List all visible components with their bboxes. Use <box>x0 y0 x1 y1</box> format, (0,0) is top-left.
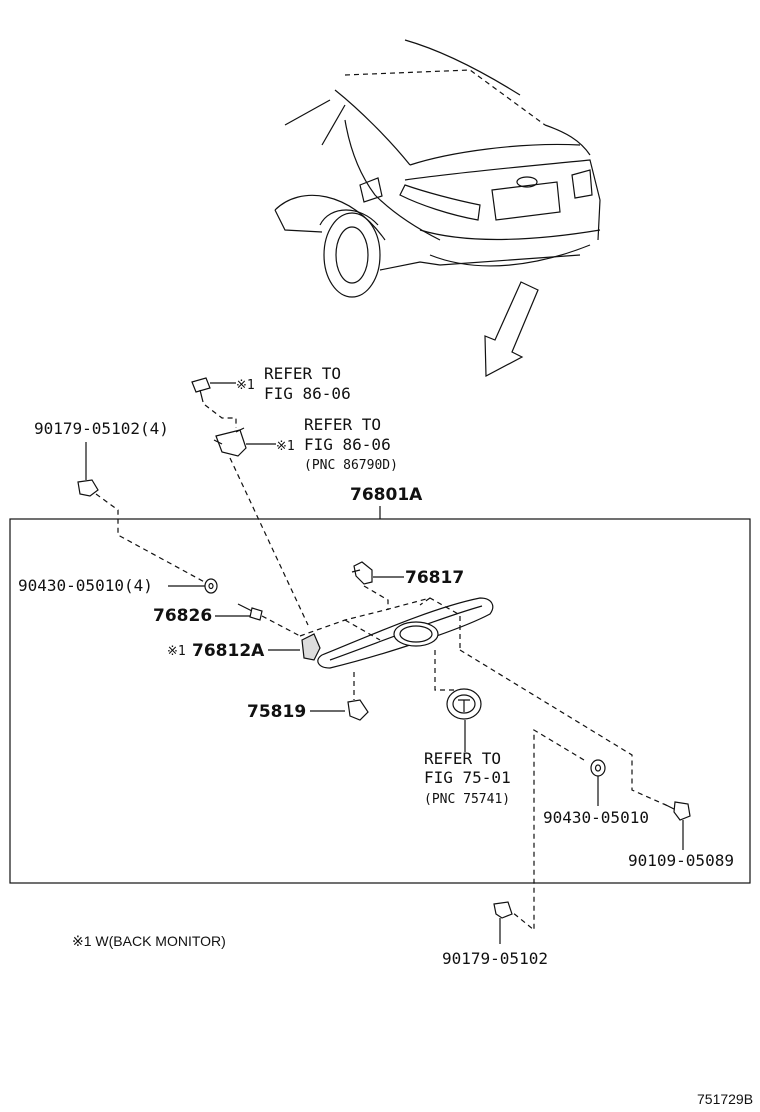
camera-icon <box>213 427 247 457</box>
refer-label: FIG 86-06 <box>264 384 351 403</box>
refer-label: (PNC 75741) <box>424 792 510 807</box>
note-mark: ※1 <box>276 439 295 454</box>
car-illustration <box>274 39 601 298</box>
emblem-icon <box>446 688 482 720</box>
clip-icon <box>347 699 369 721</box>
footnote: ※1 W(BACK MONITOR) <box>72 933 226 949</box>
direction-arrow <box>484 281 539 377</box>
garnish-molding <box>317 597 494 669</box>
part-number: 90430-05010 <box>543 808 649 827</box>
part-number: 90179-05102(4) <box>34 419 169 438</box>
part-number: 90430-05010(4) <box>18 576 153 595</box>
assembly-box <box>9 518 751 884</box>
note-mark: ※1 <box>167 644 186 659</box>
part-number: 76801A <box>350 485 423 505</box>
nut-icon <box>493 901 513 919</box>
refer-label: REFER TO <box>264 364 341 383</box>
washer-icon <box>204 578 218 594</box>
screw-icon <box>663 801 691 821</box>
refer-label: (PNC 86790D) <box>304 458 398 473</box>
screw-icon <box>191 377 211 403</box>
part-number: 76812A <box>192 641 265 661</box>
part-number: 75819 <box>247 702 306 722</box>
washer-icon <box>590 759 606 777</box>
nut-icon <box>77 479 99 497</box>
refer-label: FIG 86-06 <box>304 435 391 454</box>
note-mark: ※1 <box>236 378 255 393</box>
clip-icon <box>351 561 373 585</box>
refer-label: REFER TO <box>304 415 381 434</box>
part-number: 76826 <box>153 606 212 626</box>
part-number: 90179-05102 <box>442 949 548 968</box>
bolt-icon <box>237 603 263 621</box>
refer-label: REFER TO <box>424 749 501 768</box>
refer-label: FIG 75-01 <box>424 768 511 787</box>
bracket-icon <box>301 633 321 661</box>
part-number: 90109-05089 <box>628 851 734 870</box>
part-number: 76817 <box>405 568 464 588</box>
figure-code: 751729B <box>697 1091 753 1107</box>
